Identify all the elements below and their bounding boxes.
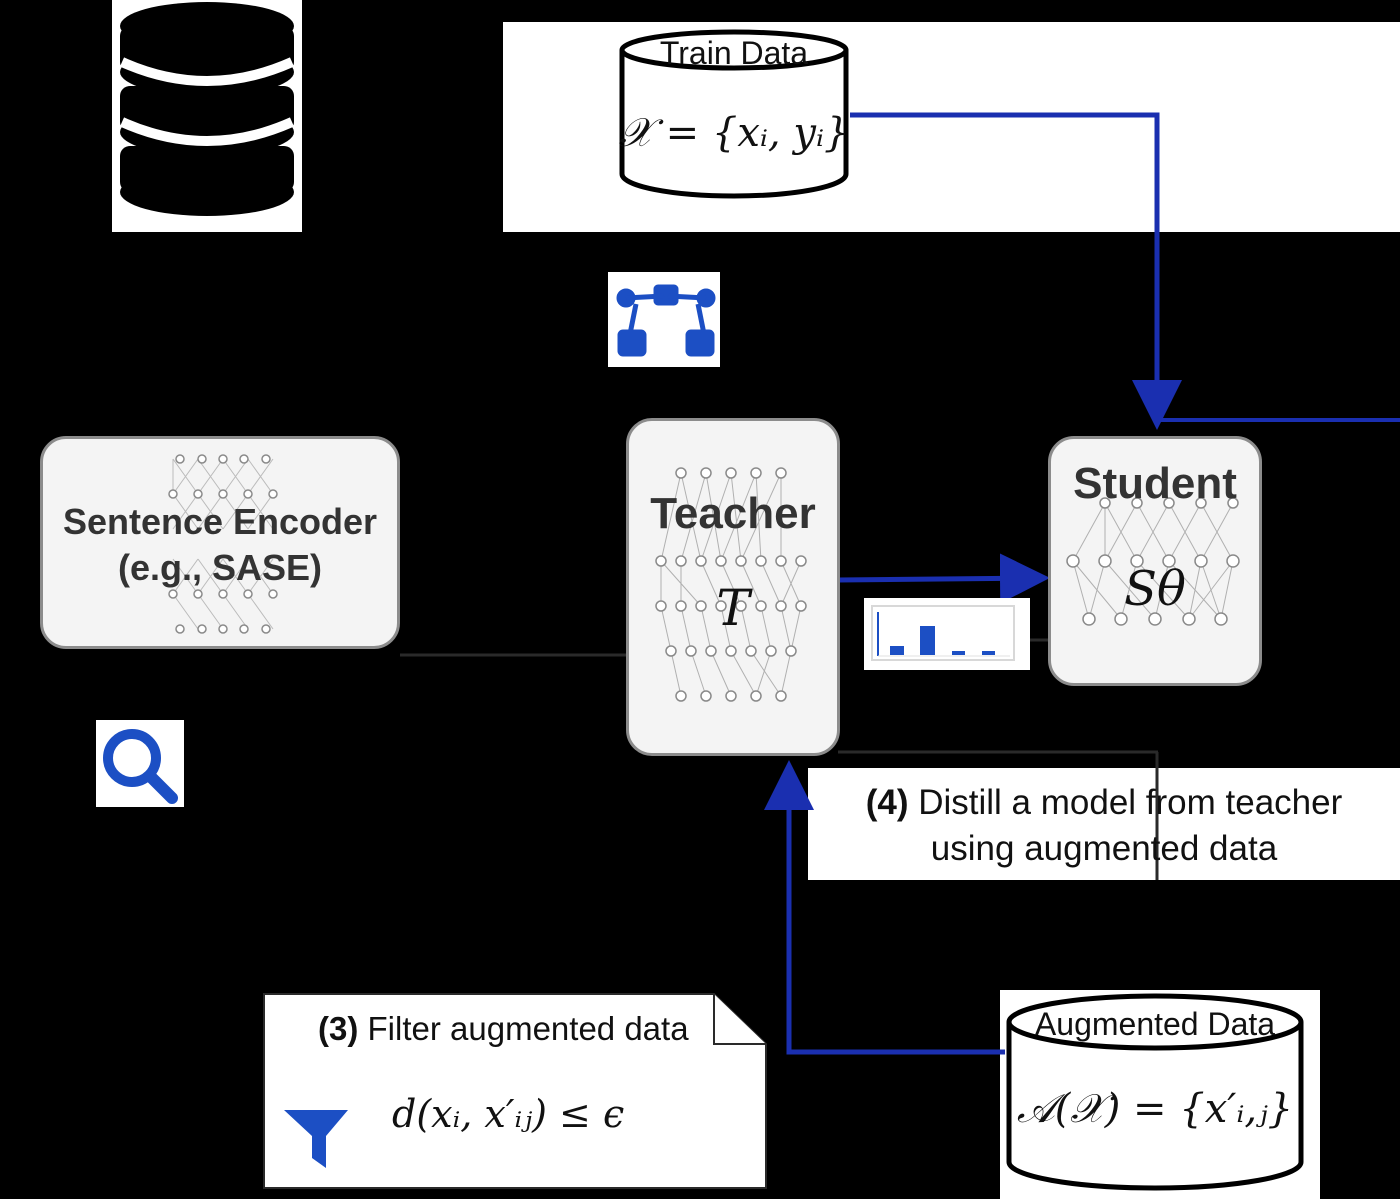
step3-formula: d(xᵢ, x′ᵢⱼ) ≤ ϵ [392,1092,625,1136]
arrow-teacher-to-student [837,553,1050,604]
student-symbol: Sθ [1124,561,1186,617]
filter-icon [284,1110,348,1168]
teacher-box: Teacher T [626,418,840,756]
train-data-formula: 𝒳 = {xᵢ, yᵢ} [618,110,850,156]
student-box: Student Sθ [1048,436,1262,686]
sentence-encoder-line1: Sentence Encoder [62,501,378,542]
network-icon [168,454,278,634]
graph-nodes-icon [616,284,716,357]
bar-chart-icon [871,605,1015,661]
step4-caption-panel [808,768,1400,880]
step4-line1: (4) Distill a model from teacher [808,780,1400,826]
augmented-data-cylinder [1006,993,1304,1191]
teacher-symbol: T [716,579,750,637]
teacher-title: Teacher [650,489,816,538]
soft-label-bar [920,626,935,655]
sentence-encoder-line2: (e.g., SASE) [117,547,323,588]
soft-label-bar [952,651,965,655]
sentence-encoder-box: Sentence Encoder (e.g., SASE) [40,436,400,649]
augmented-data-title: Augmented Data [1034,1006,1276,1042]
student-title: Student [1073,459,1237,508]
train-data-cylinder [619,29,849,199]
thin-connectors [400,638,1159,880]
augmented-data-formula: 𝒜(𝒳) = {x′ᵢ,ⱼ} [1016,1086,1294,1132]
train-data-title: Train Data [659,35,809,71]
step3-note-shape [263,993,767,1189]
step3-number: (3) [318,1010,359,1047]
network-icon [655,467,807,702]
search-icon [103,729,178,804]
step4-text: Distill a model from teacher [918,783,1343,822]
step4-line2: using augmented data [930,829,1278,868]
step3-heading: (3) Filter augmented data [318,1010,689,1048]
arrow-augmented-to-teacher [764,760,1005,1055]
step3-text: Filter augmented data [367,1010,689,1047]
step4-number: (4) [865,783,909,822]
soft-label-bar [982,651,995,655]
soft-label-bar [890,646,904,655]
arrow-train-to-student [850,112,1182,430]
step4-caption: (4) Distill a model from teacher using a… [808,780,1400,872]
network-icon [1066,497,1240,626]
database-icon [119,2,295,216]
